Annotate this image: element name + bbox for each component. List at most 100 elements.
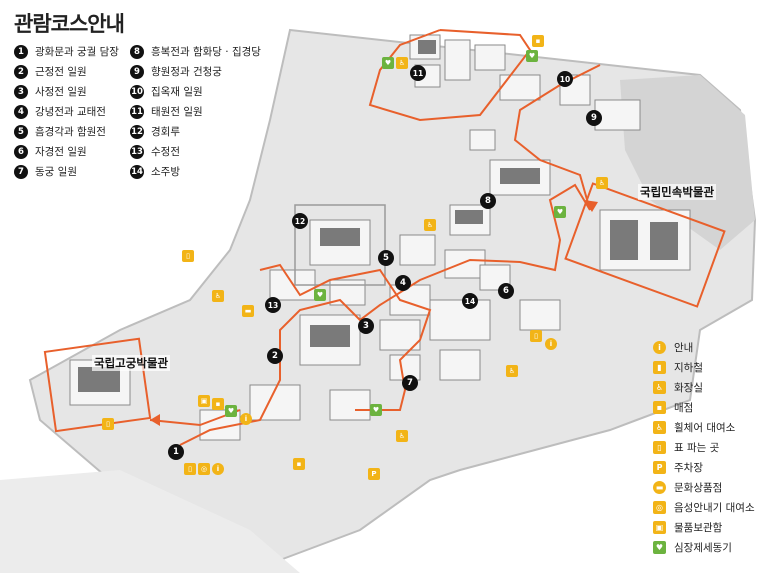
legend-label: 문화상품점 [674,482,723,494]
defibrillator-icon[interactable]: ♥ [526,50,538,62]
restroom-icon[interactable]: ♿ [424,219,436,231]
course-label: 동궁 일원 [35,166,77,178]
souvenir-shop-icon[interactable]: ▬ [242,305,254,317]
course-item: 5 흠경각과 함원전 [14,124,106,139]
subway-icon: ▮ [653,361,666,374]
mountain-area [620,75,755,250]
souvenir-shop-icon: ▬ [653,481,666,494]
ticket-icon[interactable]: ▯ [182,250,194,262]
audio-guide-icon: ◎ [653,501,666,514]
outer-road [0,470,300,573]
defibrillator-icon[interactable]: ♥ [225,405,237,417]
restroom-icon: ♿ [653,381,666,394]
map-marker-1[interactable]: 1 [168,444,184,460]
parking-icon[interactable]: P [368,468,380,480]
restroom-icon[interactable]: ♿ [396,57,408,69]
course-label: 태원전 일원 [151,106,203,118]
map-marker-2[interactable]: 2 [267,348,283,364]
roofs [78,40,678,392]
map-marker-3[interactable]: 3 [358,318,374,334]
legend-item: ◎음성안내기 대여소 [653,500,755,515]
legend-label: 휠체어 대여소 [674,422,736,434]
legend-item: ♿화장실 [653,380,703,395]
legend-label: 표 파는 곳 [674,442,720,454]
legend-item: ♥심장제세동기 [653,540,732,555]
course-item: 14 소주방 [130,164,180,179]
locker-icon[interactable]: ▣ [198,395,210,407]
ticket-icon[interactable]: ▯ [102,418,114,430]
course-number: 1 [14,44,28,59]
course-number: 5 [14,124,28,139]
map-marker-4[interactable]: 4 [395,275,411,291]
map-marker-9[interactable]: 9 [586,110,602,126]
restroom-icon[interactable]: ♿ [506,365,518,377]
store-icon[interactable]: ▪ [532,35,544,47]
defibrillator-icon: ♥ [653,541,666,554]
map-marker-13[interactable]: 13 [265,297,281,313]
map-marker-7[interactable]: 7 [402,375,418,391]
course-number: 8 [130,44,144,59]
defibrillator-icon[interactable]: ♥ [382,57,394,69]
map-marker-8[interactable]: 8 [480,193,496,209]
legend-label: 매점 [674,402,694,414]
course-label: 흥복전과 함화당 · 집경당 [151,46,261,58]
course-number: 11 [130,104,144,119]
course-item: 7 동궁 일원 [14,164,77,179]
restroom-icon[interactable]: ♿ [596,177,608,189]
course-number: 6 [14,144,28,159]
route-arrow-icon [584,200,598,212]
course-number: 9 [130,64,144,79]
course-number: 2 [14,64,28,79]
store-icon: ▪ [653,401,666,414]
palace-museum-label: 국립고궁박물관 [92,355,171,371]
course-item: 11 태원전 일원 [130,104,203,119]
legend-item: ▮ 지하철 [653,360,703,375]
defibrillator-icon[interactable]: ♥ [314,289,326,301]
info-icon: i [653,341,666,354]
legend-label: 지하철 [674,362,703,374]
defibrillator-icon[interactable]: ♥ [554,206,566,218]
legend-item: ♿ 휠체어 대여소 [653,420,735,435]
ticket-icon[interactable]: ▯ [184,463,196,475]
locker-icon: ▣ [653,521,666,534]
page-title: 관람코스안내 [14,12,125,36]
ticket-icon[interactable]: ▯ [530,330,542,342]
course-label: 자경전 일원 [35,146,87,158]
legend-label: 주차장 [674,462,703,474]
course-label: 광화문과 궁궐 담장 [35,46,119,58]
audio-guide-icon[interactable]: ◎ [198,463,210,475]
course-number: 7 [14,164,28,179]
course-label: 소주방 [151,166,180,178]
map-marker-5[interactable]: 5 [378,250,394,266]
restroom-icon[interactable]: ♿ [396,430,408,442]
course-item: 1 광화문과 궁궐 담장 [14,44,119,59]
course-number: 4 [14,104,28,119]
course-label: 집옥재 일원 [151,86,203,98]
info-icon[interactable]: i [240,413,252,425]
course-number: 10 [130,84,144,99]
defibrillator-icon[interactable]: ♥ [370,404,382,416]
wheelchair-icon: ♿ [653,421,666,434]
restroom-icon[interactable]: ♿ [212,290,224,302]
map-marker-14[interactable]: 14 [462,293,478,309]
map-marker-12[interactable]: 12 [292,213,308,229]
course-item: 6 자경전 일원 [14,144,87,159]
info-icon[interactable]: i [545,338,557,350]
course-label: 수정전 [151,146,180,158]
map-marker-11[interactable]: 11 [410,65,426,81]
map-marker-10[interactable]: 10 [557,71,573,87]
store-icon[interactable]: ▪ [293,458,305,470]
map-marker-6[interactable]: 6 [498,283,514,299]
course-number: 14 [130,164,144,179]
store-icon[interactable]: ▪ [212,398,224,410]
info-icon[interactable]: i [212,463,224,475]
legend-item: ▣물품보관함 [653,520,722,535]
course-number: 3 [14,84,28,99]
course-label: 흠경각과 함원전 [35,126,106,138]
